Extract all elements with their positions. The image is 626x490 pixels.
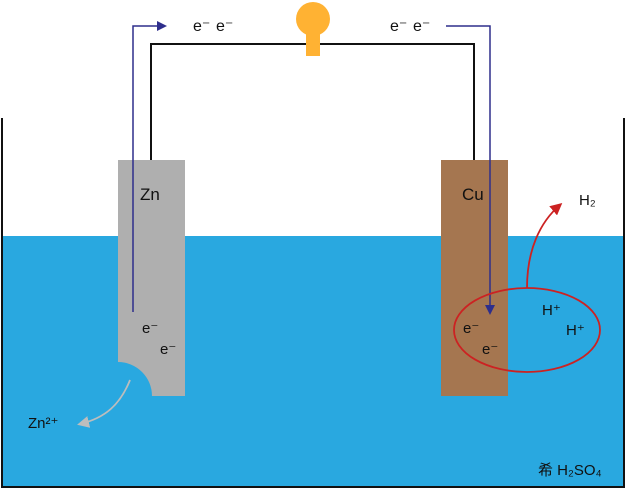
zinc-ion-arrow — [77, 379, 131, 428]
solution-label: 希 H₂SO₄ — [538, 462, 602, 479]
hydrogen-ion-label: H⁺ — [542, 302, 561, 319]
electron-flow-arrow-right — [446, 25, 495, 315]
copper-electrode — [441, 160, 508, 396]
zinc-ion-label: Zn²⁺ — [28, 415, 58, 432]
light-bulb-icon — [296, 2, 330, 56]
zinc-electron-label: e⁻ — [160, 341, 176, 358]
wire-electron-label: e⁻ — [216, 18, 233, 35]
copper-electron-label: e⁻ — [482, 341, 498, 358]
wire-electron-label: e⁻ — [413, 18, 430, 35]
external-wire — [150, 43, 475, 160]
h2-evolution-arrow — [526, 203, 563, 289]
copper-electrode-label: Cu — [462, 185, 484, 204]
acid-solution — [3, 236, 623, 486]
zinc-electrode-label: Zn — [140, 185, 160, 204]
electron-flow-arrow-left — [132, 21, 167, 312]
hydrogen-gas-label: H₂ — [579, 192, 596, 209]
wire-electron-label: e⁻ — [193, 18, 210, 35]
copper-electron-label: e⁻ — [463, 320, 479, 337]
zinc-electrode — [118, 160, 185, 396]
beaker-outline — [1, 118, 625, 488]
wire-electron-label: e⁻ — [390, 18, 407, 35]
zinc-electron-label: e⁻ — [142, 320, 158, 337]
hydrogen-ion-label: H⁺ — [566, 322, 585, 339]
